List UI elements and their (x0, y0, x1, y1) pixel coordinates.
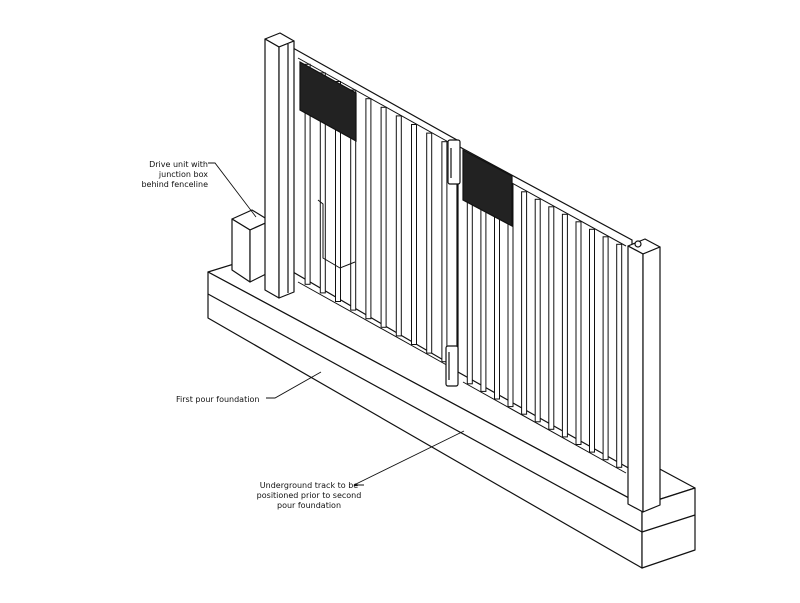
drive-arm (317, 199, 356, 269)
leader-underground-track (353, 430, 465, 486)
right-leaf-bars (466, 161, 623, 468)
right-gate-leaf (457, 144, 633, 474)
upper-hinge (447, 139, 461, 185)
leader-lines (208, 162, 465, 486)
right-leaf-bar (521, 191, 528, 415)
left-post-side-face (278, 40, 295, 299)
left-post (264, 32, 295, 299)
drive-unit-label: Drive unit with junction box behind fenc… (141, 160, 208, 189)
pour-joint-end (641, 514, 696, 533)
right-leaf-bar (616, 243, 623, 468)
right-leaf-panel (462, 149, 513, 227)
left-leaf-bar (411, 124, 417, 345)
underground-track-label: Underground track to be positioned prior… (256, 481, 362, 510)
left-post-front-face (264, 38, 280, 299)
right-post-side-face (642, 246, 661, 513)
right-leaf-bar (548, 206, 555, 430)
right-leaf-bar (575, 221, 582, 445)
left-leaf-bar (426, 132, 433, 354)
left-leaf-bar (304, 63, 311, 285)
left-leaf-bar (350, 89, 357, 311)
left-leaf-bar (319, 72, 326, 294)
drive-unit-box (231, 209, 271, 283)
right-leaf-bar (561, 213, 568, 438)
leader-drive-unit (208, 162, 257, 218)
right-post (627, 238, 661, 513)
left-leaf-bar (365, 98, 372, 320)
left-leaf-bar (335, 81, 341, 302)
lower-hinge (445, 345, 459, 387)
left-leaf-bar (395, 115, 402, 337)
pour-joint-front (207, 293, 643, 533)
right-post-front-face (627, 245, 644, 513)
leader-first-pour (266, 371, 322, 399)
right-leaf-bar (534, 198, 541, 423)
left-leaf-bars (304, 63, 448, 363)
left-leaf-panel (299, 60, 357, 143)
right-leaf-bar (589, 228, 595, 453)
right-leaf-bar (602, 236, 609, 461)
left-leaf-bar (380, 106, 387, 328)
first-pour-label: First pour foundation (176, 395, 260, 404)
left-leaf-bar (441, 141, 448, 363)
center-hinges (445, 139, 461, 387)
foundation-end-face (641, 487, 696, 569)
